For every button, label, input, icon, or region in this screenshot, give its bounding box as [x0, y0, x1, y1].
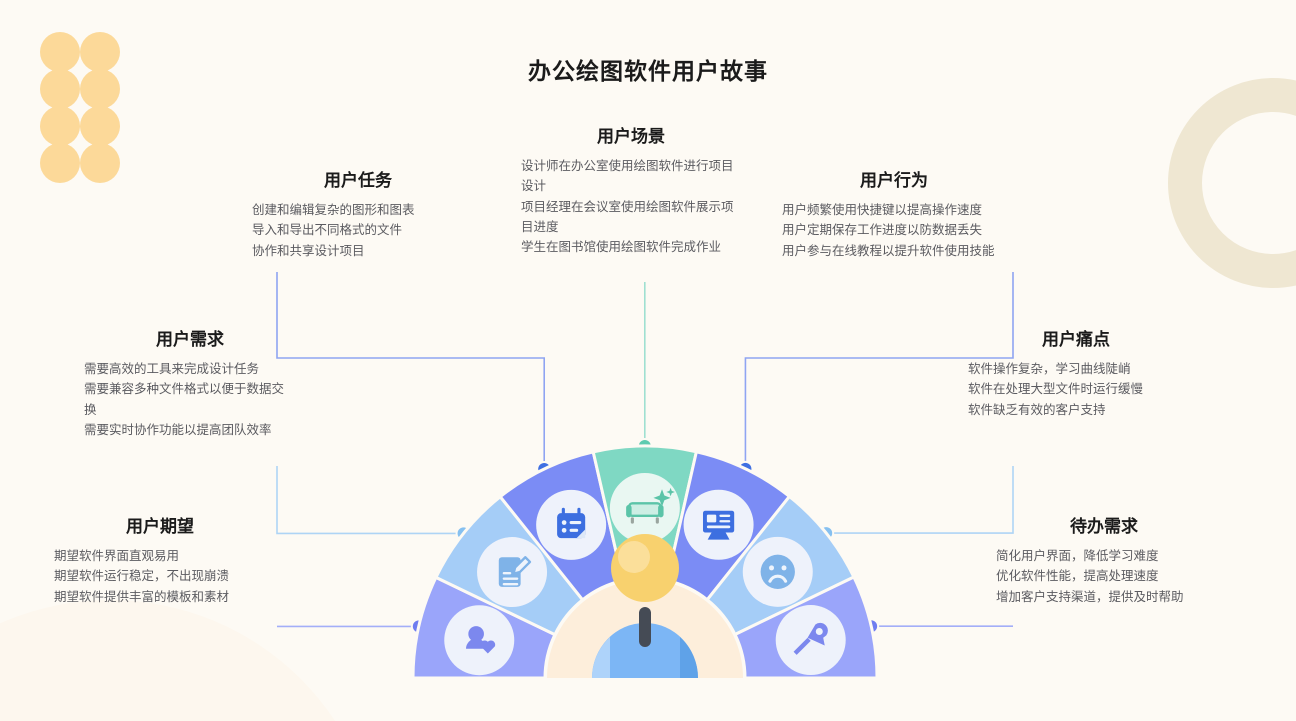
block-task-title: 用户任务 — [324, 171, 392, 190]
block-todo: 待办需求 简化用户界面，降低学习难度优化软件性能，提高处理速度增加客户支持渠道，… — [996, 512, 1212, 607]
page-title: 办公绘图软件用户故事 — [528, 58, 768, 84]
block-line: 期望软件运行稳定，不出现崩溃 — [54, 569, 230, 584]
avatar-body-shade-right — [680, 637, 698, 678]
avatar-body — [592, 623, 698, 678]
block-task: 用户任务 创建和编辑复杂的图形和图表导入和导出不同格式的文件协作和共享设计项目 — [252, 166, 464, 261]
avatar-tie — [639, 607, 651, 647]
block-scene-title: 用户场景 — [597, 127, 665, 146]
block-need: 用户需求 需要高效的工具来完成设计任务需要兼容多种文件格式以便于数据交换需要实时… — [84, 325, 296, 440]
block-expect: 用户期望 期望软件界面直观易用期望软件运行稳定，不出现崩溃期望软件提供丰富的模板… — [54, 512, 266, 607]
decorative-dot — [80, 106, 120, 146]
decorative-dot — [80, 143, 120, 183]
connector-pain — [826, 466, 1014, 534]
arc-segments — [411, 444, 879, 680]
block-behavior: 用户行为 用户频繁使用快捷键以提高操作速度用户定期保存工作进度以防数据丢失用户参… — [782, 166, 1006, 261]
connector-need — [276, 466, 464, 535]
block-task-lines: 创建和编辑复杂的图形和图表导入和导出不同格式的文件协作和共享设计项目 — [252, 200, 464, 261]
block-line: 期望软件提供丰富的模板和素材 — [54, 589, 230, 604]
block-behavior-title: 用户行为 — [860, 171, 928, 190]
document-edit-icon — [498, 556, 532, 587]
block-line: 需要兼容多种文件格式以便于数据交换 — [84, 382, 285, 417]
decorative-dot — [40, 106, 80, 146]
block-line: 协作和共享设计项目 — [252, 243, 365, 258]
person-heart-icon — [465, 626, 496, 654]
block-line: 用户定期保存工作进度以防数据丢失 — [782, 223, 983, 238]
block-line: 简化用户界面，降低学习难度 — [996, 549, 1159, 563]
decorative-dot — [40, 69, 80, 109]
block-line: 软件缺乏有效的客户支持 — [968, 402, 1106, 417]
center-avatar — [547, 534, 743, 678]
avatar-body-shade-left — [592, 637, 610, 678]
block-line: 增加客户支持渠道，提供及时帮助 — [996, 589, 1184, 604]
block-scene-lines: 设计师在办公室使用绘图软件进行项目设计项目经理在会议室使用绘图软件展示项目进度学… — [521, 156, 741, 257]
block-todo-lines: 简化用户界面，降低学习难度优化软件性能，提高处理速度增加客户支持渠道，提供及时帮… — [996, 546, 1212, 607]
decorative-dot — [80, 69, 120, 109]
block-line: 导入和导出不同格式的文件 — [252, 223, 403, 238]
decorative-dot-grid — [40, 32, 120, 183]
block-line: 创建和编辑复杂的图形和图表 — [252, 203, 415, 217]
block-pain: 用户痛点 软件操作复杂，学习曲线陡峭软件在处理大型文件时运行缓慢软件缺乏有效的客… — [968, 325, 1184, 420]
block-behavior-lines: 用户频繁使用快捷键以提高操作速度用户定期保存工作进度以防数据丢失用户参与在线教程… — [782, 200, 1006, 261]
decorative-dot — [40, 32, 80, 72]
checklist-icon — [557, 507, 586, 539]
block-line: 学生在图书馆使用绘图软件完成作业 — [521, 240, 722, 254]
presentation-icon — [702, 510, 735, 540]
block-line: 需要实时协作功能以提高团队效率 — [84, 422, 272, 437]
block-scene: 用户场景 设计师在办公室使用绘图软件进行项目设计项目经理在会议室使用绘图软件展示… — [521, 122, 741, 257]
block-todo-title: 待办需求 — [1070, 517, 1138, 536]
block-line: 用户参与在线教程以提升软件使用技能 — [782, 243, 995, 258]
block-line: 软件操作复杂，学习曲线陡峭 — [968, 362, 1131, 376]
decorative-dot — [80, 32, 120, 72]
block-line: 项目经理在会议室使用绘图软件展示项目进度 — [521, 199, 734, 234]
pushpin-icon — [793, 622, 828, 655]
sad-face-icon — [760, 554, 795, 589]
block-line: 需要高效的工具来完成设计任务 — [84, 362, 260, 376]
decorative-dot — [40, 143, 80, 183]
block-line: 设计师在办公室使用绘图软件进行项目设计 — [521, 159, 734, 194]
connector-task — [276, 272, 546, 470]
block-need-title: 用户需求 — [156, 330, 224, 349]
block-pain-lines: 软件操作复杂，学习曲线陡峭软件在处理大型文件时运行缓慢软件缺乏有效的客户支持 — [968, 359, 1184, 420]
avatar-figure — [592, 534, 698, 678]
block-line: 优化软件性能，提高处理速度 — [996, 569, 1159, 584]
icon-bubble-todo — [775, 605, 846, 676]
block-need-lines: 需要高效的工具来完成设计任务需要兼容多种文件格式以便于数据交换需要实时协作功能以… — [84, 359, 296, 440]
block-expect-lines: 期望软件界面直观易用期望软件运行稳定，不出现崩溃期望软件提供丰富的模板和素材 — [54, 546, 266, 607]
block-line: 用户频繁使用快捷键以提高操作速度 — [782, 203, 983, 217]
block-expect-title: 用户期望 — [126, 517, 194, 536]
block-pain-title: 用户痛点 — [1042, 330, 1110, 349]
block-line: 软件在处理大型文件时运行缓慢 — [968, 382, 1144, 397]
avatar-head-highlight — [618, 541, 650, 573]
sofa-sparkle-icon — [626, 487, 675, 524]
connector-behavior — [744, 272, 1014, 469]
block-line: 期望软件界面直观易用 — [54, 549, 180, 563]
